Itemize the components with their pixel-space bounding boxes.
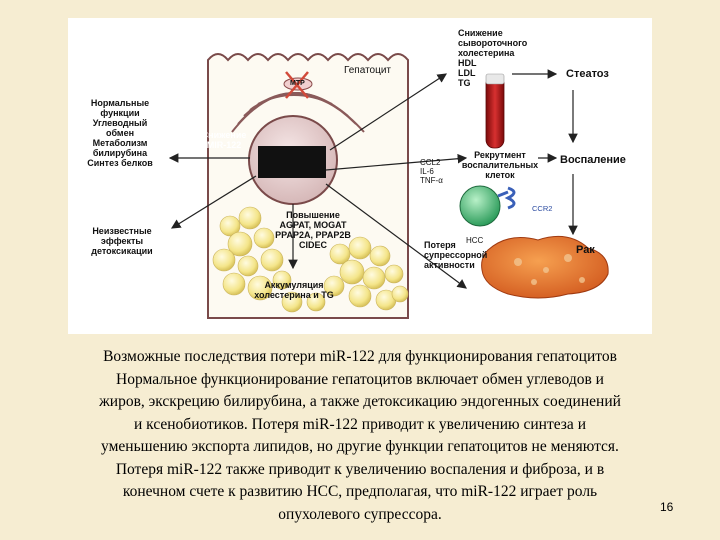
center-label: Снижение MIR-122 [201, 130, 247, 150]
lipid-droplets [212, 206, 409, 313]
caption-line: Нормальное функционирование гепатоцитов … [116, 370, 604, 388]
arrows [168, 69, 578, 289]
golgi-apparatus [231, 92, 365, 133]
liver-tumor [481, 235, 609, 299]
increase-label: Повышение AGPAT, MOGAT PPAP2A, PPAP2B CI… [275, 210, 351, 250]
caption-line: и ксенобиотиков. Потеря miR-122 приводит… [134, 415, 586, 433]
inflammatory-cell [459, 185, 501, 227]
caption-line: Потеря miR-122 также приводит к увеличен… [115, 460, 605, 478]
caption-line: уменьшению экспорта липидов, но другие ф… [101, 438, 619, 455]
cytokines-label: CCL2 IL-6 TNF-α [420, 158, 443, 185]
recruit-label: Рекрутмент воспалительных клеток [461, 150, 539, 180]
diagram-figure: Гепатоцит MTP Снижение MIR-122 Нормальны… [68, 18, 652, 334]
caption-title: Возможные последствия потери miR-122 для… [103, 348, 617, 365]
caption-line: жиров, экскрецию билирубина, а также дет… [99, 393, 621, 410]
outcome-steatosis: Стеатоз [566, 68, 609, 80]
hcc-label: HCC [466, 236, 484, 245]
hepatocyte-label: Гепатоцит [344, 65, 391, 76]
figure-caption: Возможные последствия потери miR-122 для… [0, 346, 720, 526]
ccr2-receptor [497, 186, 516, 210]
accumulation-label: Аккумуляция холестерина и TG [254, 280, 334, 300]
outcome-cancer: Рак [576, 244, 595, 256]
ccr2-label: CCR2 [532, 204, 553, 213]
page-number: 16 [660, 500, 674, 514]
mtp-label: MTP [290, 80, 305, 87]
outcome-inflammation: Воспаление [560, 154, 626, 166]
normal-functions-label: Нормальные функции Углеводный обмен Мета… [87, 98, 153, 168]
hepatocyte-diagram [168, 53, 609, 319]
caption-line: конечном счете к развитию HCC, предполаг… [122, 483, 598, 500]
serum-label: Снижение сывороточного холестерина HDL L… [458, 28, 528, 88]
caption-line: опухолевого супрессора. [278, 505, 442, 523]
unknown-detox-label: Неизвестные эффекты детоксикации [91, 226, 153, 256]
mir122-box [258, 146, 326, 178]
suppressor-label: Потеря супрессорной активности [424, 240, 488, 270]
